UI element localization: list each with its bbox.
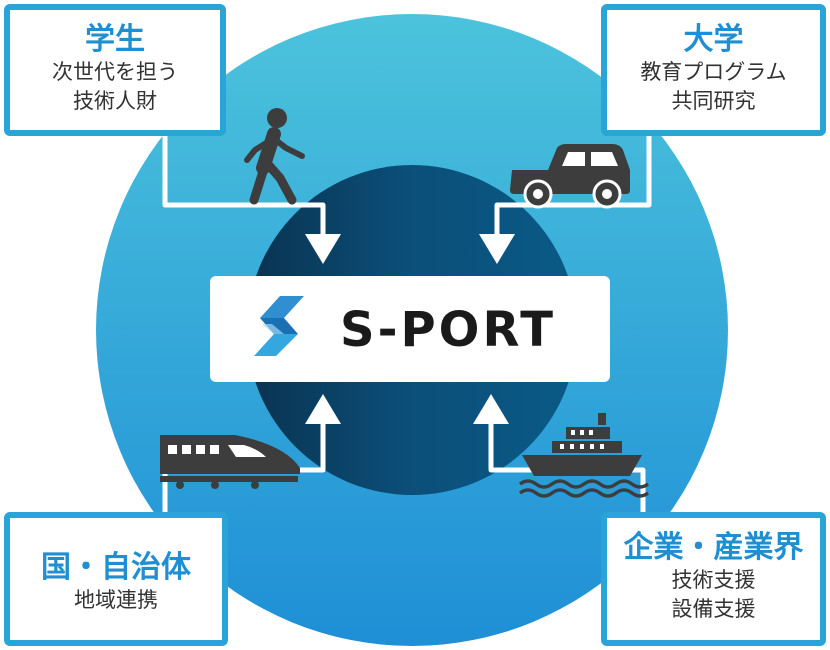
arrow-up-icon — [473, 394, 509, 424]
arrow-up-icon — [305, 394, 341, 424]
student-title: 学生 — [85, 22, 145, 57]
university-box: 大学 教育プログラム 共同研究 — [601, 4, 826, 136]
walking-person-icon — [244, 108, 305, 205]
university-line-1: 教育プログラム — [640, 60, 787, 84]
student-box: 学生 次世代を担う 技術人財 — [4, 4, 226, 136]
university-title: 大学 — [683, 22, 744, 57]
university-line-2: 共同研究 — [671, 89, 756, 113]
arrow-down-icon — [479, 234, 515, 264]
student-line-1: 次世代を担う — [52, 60, 178, 84]
arrow-down-icon — [305, 234, 341, 264]
industry-line-1: 技術支援 — [671, 568, 756, 592]
ship-icon — [518, 413, 650, 498]
industry-box: 企業・産業界 技術支援 設備支援 — [601, 512, 826, 646]
industry-line-2: 設備支援 — [671, 597, 756, 621]
industry-title: 企業・産業界 — [623, 530, 804, 565]
government-title: 国・自治体 — [41, 550, 191, 585]
bullet-train-icon — [160, 435, 300, 489]
connector-student — [162, 136, 326, 238]
car-icon — [510, 144, 630, 209]
government-line-1: 地域連携 — [74, 588, 158, 612]
s-port-logo-icon — [254, 296, 304, 356]
government-box: 国・自治体 地域連携 — [4, 512, 228, 646]
connector-university — [494, 136, 652, 238]
brand-name: S-PORT — [340, 302, 557, 358]
student-line-2: 技術人財 — [73, 89, 157, 113]
